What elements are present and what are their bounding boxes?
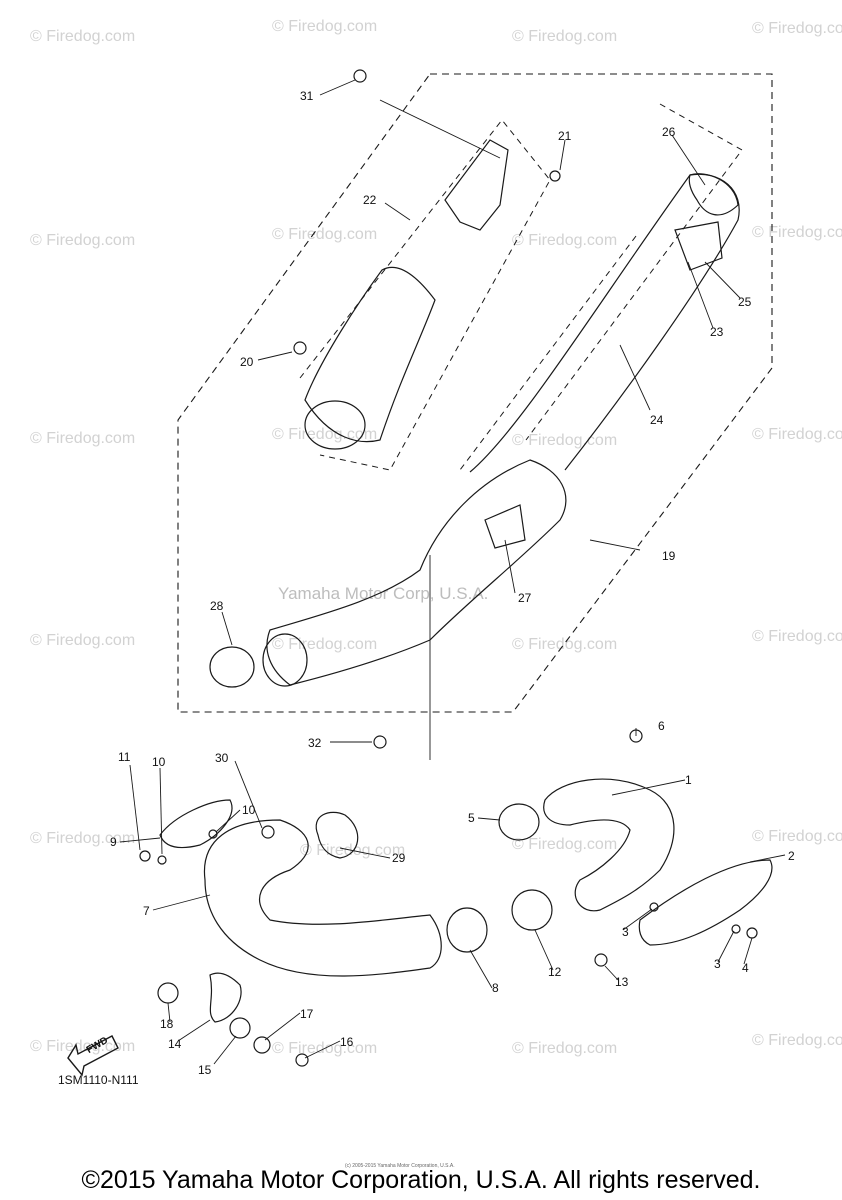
callout-18: 18 — [160, 1017, 174, 1031]
callout-4: 4 — [742, 961, 749, 975]
watermark: © Firedog.com — [272, 636, 378, 653]
assembly-outline — [177, 73, 773, 713]
callout-32: 32 — [308, 736, 322, 750]
nut-11 — [139, 850, 151, 862]
fwd-arrow-shape — [67, 1035, 119, 1077]
watermark: © Firedog.com — [30, 632, 136, 649]
leader-lines — [119, 79, 786, 1065]
mid-pipe-bracket-27 — [484, 504, 526, 549]
washer-3b — [731, 924, 741, 934]
callout-31: 31 — [300, 89, 314, 103]
callout-25: 25 — [738, 295, 752, 309]
callout-3b: 3 — [714, 957, 721, 971]
watermark: © Firedog.com — [30, 830, 136, 847]
watermark: © Firedog.com — [272, 226, 378, 243]
callout-8: 8 — [492, 981, 499, 995]
mid-pipe — [266, 459, 567, 686]
callout-3a: 3 — [622, 925, 629, 939]
callout-2: 2 — [788, 849, 795, 863]
washer-10b — [208, 829, 218, 839]
watermark: © Firedog.com — [30, 1038, 136, 1055]
bolt-31 — [353, 69, 367, 83]
gasket-28 — [209, 646, 255, 688]
heat-shield-22 — [299, 119, 551, 471]
callout-22: 22 — [363, 193, 377, 207]
bolt-30 — [261, 825, 275, 839]
watermark: © Firedog.com — [752, 224, 842, 241]
nut-4 — [746, 927, 758, 939]
bolt-21 — [549, 170, 561, 182]
callout-30: 30 — [215, 751, 229, 765]
clamp-29 — [315, 811, 359, 859]
heat-shield-body — [304, 266, 436, 443]
callout-6: 6 — [658, 719, 665, 733]
callout-29: 29 — [392, 851, 406, 865]
callout-17: 17 — [300, 1007, 314, 1021]
watermark: © Firedog.com — [512, 1040, 618, 1057]
watermark: © Firedog.com — [512, 232, 618, 249]
callout-7: 7 — [143, 904, 150, 918]
watermark: © Firedog.com — [752, 20, 842, 37]
callout-24: 24 — [650, 413, 664, 427]
callout-27: 27 — [518, 591, 532, 605]
gasket-5 — [498, 803, 540, 841]
heat-guard-9 — [159, 799, 233, 849]
tiny-copyright: (c) 2005-2015 Yamaha Motor Corporation, … — [345, 1163, 455, 1169]
callout-13: 13 — [615, 975, 629, 989]
callout-23: 23 — [710, 325, 724, 339]
callout-26: 26 — [662, 125, 676, 139]
watermark: © Firedog.com — [30, 28, 136, 45]
clamp-12 — [511, 889, 553, 931]
callout-5: 5 — [468, 811, 475, 825]
callout-9: 9 — [110, 835, 117, 849]
callout-11: 11 — [118, 750, 131, 764]
callout-14: 14 — [168, 1037, 182, 1051]
collar-15 — [229, 1017, 251, 1039]
damper-18 — [157, 982, 179, 1004]
washer-10a — [157, 855, 167, 865]
heat-guard-2 — [638, 859, 773, 946]
gasket-8 — [446, 907, 488, 953]
callout-20: 20 — [240, 355, 254, 369]
washer-17 — [253, 1036, 271, 1054]
muffler-bracket-23 — [674, 221, 723, 271]
copyright-footer: ©2015 Yamaha Motor Corporation, U.S.A. A… — [81, 1166, 761, 1194]
heat-shield-band — [304, 400, 366, 450]
watermark: © Firedog.com — [752, 1032, 842, 1049]
washer-3a — [649, 902, 659, 912]
diagram-code: 1SM1110-N111 — [58, 1073, 139, 1087]
bolt-13 — [594, 953, 608, 967]
watermark: © Firedog.com — [30, 232, 136, 249]
exhaust-pipe-7 — [203, 819, 442, 977]
watermark: © Firedog.com — [30, 430, 136, 447]
callout-28: 28 — [210, 599, 224, 613]
watermark: © Firedog.com — [512, 836, 618, 853]
muffler-end-cap — [688, 173, 739, 216]
bolt-32 — [373, 735, 387, 749]
callout-19: 19 — [662, 549, 676, 563]
watermark: © Firedog.com — [512, 28, 618, 45]
callout-21: 21 — [558, 129, 572, 143]
watermark: © Firedog.com — [752, 628, 842, 645]
pipe-end — [262, 633, 308, 687]
watermark: © Firedog.com — [512, 636, 618, 653]
callout-1: 1 — [685, 773, 692, 787]
watermark: © Firedog.com — [752, 426, 842, 443]
callout-12: 12 — [548, 965, 562, 979]
bolt-16 — [295, 1053, 309, 1067]
pipe-bracket-14 — [209, 972, 242, 1023]
watermark: © Firedog.com — [752, 828, 842, 845]
heat-shield-bracket — [444, 139, 509, 231]
muffler-24 — [459, 103, 743, 471]
center-watermark: Yamaha Motor Corp, U.S.A. — [278, 584, 489, 603]
watermark: © Firedog.com — [272, 18, 378, 35]
muffler-body — [469, 173, 740, 473]
callout-16: 16 — [340, 1035, 354, 1049]
exhaust-pipe-1 — [543, 778, 675, 912]
callout-10b: 10 — [242, 803, 256, 817]
callout-10a: 10 — [152, 755, 166, 769]
bolt-20 — [293, 341, 307, 355]
callout-15: 15 — [198, 1063, 212, 1077]
